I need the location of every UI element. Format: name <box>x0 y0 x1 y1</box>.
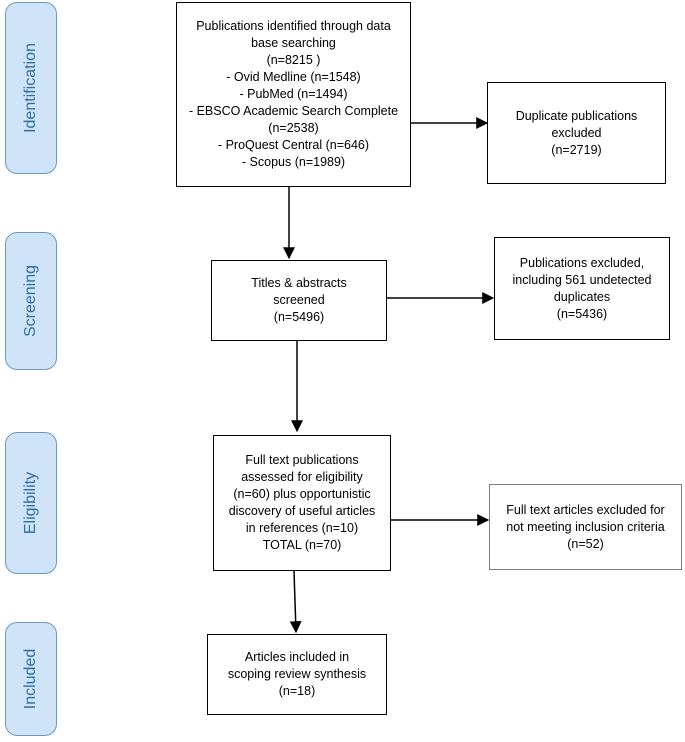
box-text-line: - PubMed (n=1494) <box>239 87 348 101</box>
box-text-line: - ProQuest Central (n=646) <box>217 138 370 152</box>
box-text-line: (n=60) plus opportunistic <box>233 487 371 501</box>
box-articles-included: Articles included in scoping review synth… <box>207 634 387 715</box>
box-text-line: discovery of useful articles <box>228 504 376 518</box>
box-titles-abstracts-screened: Titles & abstracts screened (n=5496) <box>211 260 387 341</box>
box-text-line: Publications excluded, <box>519 255 645 270</box>
box-text-line: excluded <box>551 125 602 140</box>
box-text-line: duplicates <box>553 289 611 304</box>
box-text-line: - Scopus (n=1989) <box>241 155 346 169</box>
box-text-line: Articles included in <box>244 650 350 664</box>
box-text-line: assessed for eligibility <box>241 470 363 484</box>
box-full-text-excluded: Full text articles excluded for not meeti… <box>489 484 682 570</box>
stage-included: Included <box>5 622 57 736</box>
stage-screening: Screening <box>5 232 57 370</box>
box-text-line: - Ovid Medline (n=1548) <box>226 70 361 84</box>
box-full-text-eligibility: Full text publications assessed for eligi… <box>213 435 391 571</box>
box-duplicates-excluded: Duplicate publications excluded (n=2719) <box>487 82 666 184</box>
box-text-line: not meeting inclusion criteria <box>506 519 665 534</box>
box-text-line: (n=18) <box>278 684 316 698</box>
box-publications-excluded-screening: Publications excluded, including 561 unde… <box>494 237 670 340</box>
box-text-line: (n=5496) <box>273 310 325 324</box>
stage-eligibility: Eligibility <box>5 432 57 574</box>
arrow-eligibility-to-included <box>289 570 302 634</box>
box-text-line: (n=2538) <box>268 121 319 135</box>
box-text-line: (n=5436) <box>556 306 608 321</box>
box-text-line: Full text articles excluded for <box>506 502 665 517</box>
box-text-line: Titles & abstracts <box>251 276 347 290</box>
box-text-line: including 561 undetected <box>512 272 652 287</box>
box-text-line: TOTAL (n=70) <box>262 538 342 552</box>
box-text-line: - EBSCO Academic Search Complete <box>188 104 399 118</box>
box-text-line: in references (n=10) <box>245 521 359 535</box>
box-text-line: Publications identified through data <box>196 19 391 33</box>
box-text-line: (n=8215 ) <box>266 53 321 67</box>
box-text-line: screened <box>273 293 325 307</box>
box-text-line: scoping review synthesis <box>227 667 367 681</box>
box-text-line: (n=52) <box>567 536 604 551</box>
box-text-line: Full text publications <box>245 453 359 467</box>
box-text-line: Duplicate publications <box>515 108 638 123</box>
box-identified-publications: Publications identified through data base… <box>176 2 411 187</box>
box-text-line: base searching <box>251 36 336 50</box>
stage-identification: Identification <box>5 2 57 174</box>
box-text-line: (n=2719) <box>551 142 602 157</box>
